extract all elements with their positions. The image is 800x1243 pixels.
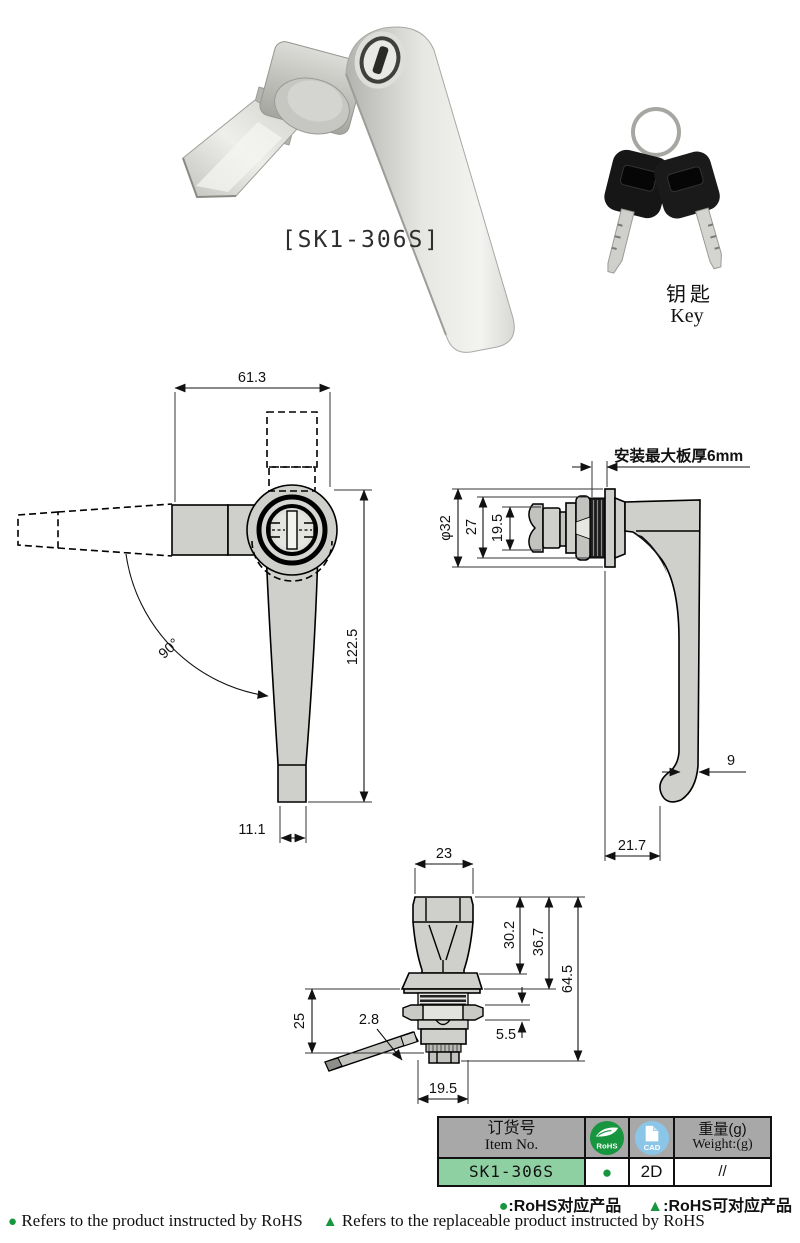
- dim-rear-cam-plate: 2.8: [359, 1012, 379, 1028]
- product-photo: [182, 26, 515, 353]
- key-caption-zh: 钥匙: [666, 283, 714, 306]
- dim-handle-thickness: 9: [727, 753, 735, 769]
- dim-rear-bottom-width: 19.5: [429, 1081, 457, 1097]
- cell-cad-type: 2D: [628, 1159, 673, 1185]
- triangle-icon: ▲: [322, 1213, 338, 1230]
- dim-front-tip: 11.1: [238, 822, 265, 838]
- dim-flange-dia: φ32: [438, 515, 454, 541]
- legend-zh-triangle: ▲:RoHS可对应产品: [647, 1198, 792, 1215]
- handle-side: [624, 499, 701, 803]
- keys-photo: [604, 107, 722, 274]
- cam-side: [528, 503, 544, 553]
- hex-nut-rear: [402, 1004, 484, 1021]
- triangle-icon: ▲: [647, 1198, 664, 1215]
- dim-front-height: 122.5: [345, 629, 361, 665]
- dim-depth: 21.7: [618, 838, 646, 854]
- handle-tip-dashed: [17, 511, 59, 549]
- handle-front: [265, 548, 319, 803]
- spec-table: 订货号 Item No. RoHS CAD 重量(g) Weight:(g): [437, 1116, 772, 1187]
- svg-text:CAD: CAD: [643, 1143, 660, 1152]
- dim-front-width: 61.3: [238, 370, 266, 386]
- header-item-no: 订货号 Item No.: [484, 1120, 539, 1154]
- key-caption-en: Key: [670, 305, 703, 327]
- rohs-dot: ●: [601, 1162, 613, 1182]
- rear-view-drawing: 23 30.2 36.7 64.5 25 2.8 5.5 19.5: [292, 846, 585, 1104]
- cam-lever-rear: [324, 1031, 420, 1072]
- dim-body-dia: 27: [464, 519, 480, 535]
- dim-cam-width: 19.5: [490, 514, 506, 542]
- handle-arm-photo: [345, 26, 515, 353]
- legend-en-dot: ● Refers to the product instructed by Ro…: [8, 1211, 303, 1230]
- cad-icon: CAD: [634, 1120, 669, 1155]
- legend-zh-dot: ●:RoHS对应产品: [498, 1198, 622, 1215]
- key-left: [604, 149, 670, 274]
- rohs-icon: RoHS: [589, 1120, 625, 1155]
- dim-rear-nut-height: 5.5: [496, 1027, 516, 1043]
- legend-en-triangle: ▲ Refers to the replaceable product inst…: [322, 1211, 705, 1230]
- header-cad: CAD: [628, 1118, 673, 1157]
- front-view-drawing: 61.3 122.5 90° 11.1: [17, 370, 372, 843]
- side-view-drawing: 安装最大板厚6mm φ32 27 19.5 9 21.7: [438, 446, 750, 861]
- spec-table-row: SK1-306S ● 2D //: [439, 1157, 770, 1185]
- spec-table-header: 订货号 Item No. RoHS CAD 重量(g) Weight:(g): [439, 1118, 770, 1157]
- dim-rear-top-width: 23: [436, 846, 452, 862]
- header-rohs: RoHS: [584, 1118, 628, 1157]
- legend-zh: ●:RoHS对应产品 ▲:RoHS可对应产品: [420, 1192, 792, 1216]
- dim-rear-total-height: 64.5: [560, 965, 576, 993]
- key-ring: [631, 107, 681, 157]
- dim-front-angle: 90°: [156, 636, 183, 663]
- handle-up-dashed: [266, 411, 318, 468]
- cell-weight: //: [673, 1159, 770, 1185]
- cell-rohs-mark: ●: [584, 1159, 628, 1185]
- dim-rear-cam-height: 30.2: [502, 921, 518, 949]
- key-right: [654, 151, 722, 270]
- latch-cam-photo: [182, 99, 299, 199]
- bottom-nut-rear: [428, 1051, 460, 1064]
- flange-rear: [400, 972, 484, 990]
- key-cylinder-face: [354, 31, 406, 89]
- header-weight: 重量(g) Weight:(g): [673, 1118, 770, 1157]
- lock-nut-photo: [259, 41, 365, 135]
- model-label: [SK1-306S]: [282, 227, 440, 253]
- cell-item-no: SK1-306S: [439, 1159, 584, 1185]
- dim-rear-under-panel: 25: [292, 1013, 308, 1029]
- svg-text:RoHS: RoHS: [596, 1141, 617, 1150]
- flange-side: [604, 488, 616, 568]
- dot-icon: ●: [498, 1198, 509, 1215]
- note-plate-thickness: 安装最大板厚6mm: [614, 446, 743, 465]
- datasheet-artwork: [SK1-306S] 钥匙 Key: [17, 26, 750, 1104]
- legend-en: ● Refers to the product instructed by Ro…: [8, 1211, 796, 1231]
- dim-rear-to-flange: 36.7: [531, 928, 547, 956]
- dot-icon: ●: [8, 1213, 18, 1230]
- key-slot-front: [269, 510, 315, 550]
